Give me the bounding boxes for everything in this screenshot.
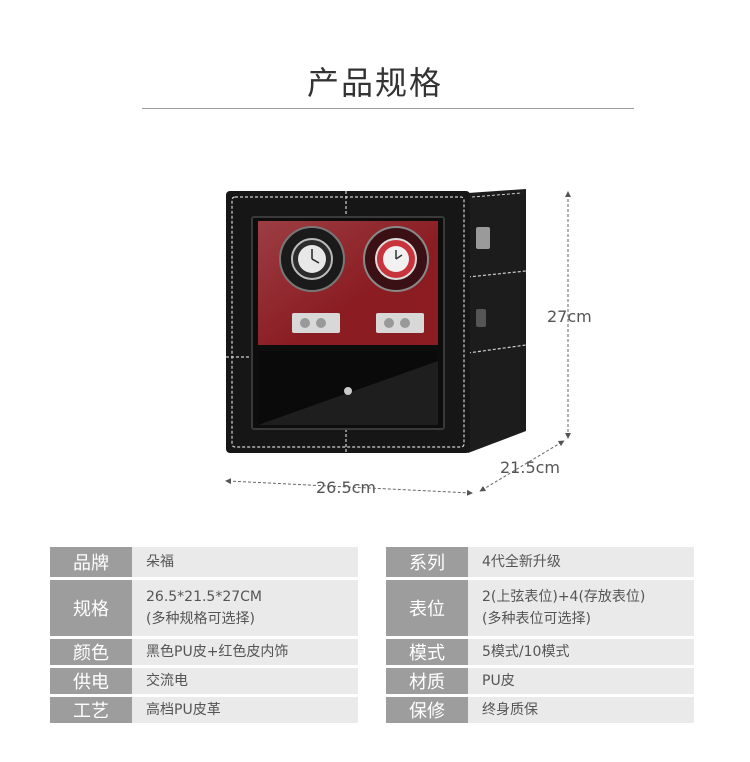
clasp-icon — [476, 227, 490, 249]
spec-key: 保修 — [386, 697, 468, 723]
page-title: 产品规格 — [306, 64, 443, 102]
spec-value: PU皮 — [468, 668, 694, 694]
spec-row-mode: 模式 5模式/10模式 — [386, 639, 694, 665]
spec-key: 工艺 — [50, 697, 132, 723]
depth-arrow — [479, 440, 565, 492]
spec-key: 表位 — [386, 580, 468, 636]
spec-value: 5模式/10模式 — [468, 639, 694, 665]
height-label: 27cm — [547, 307, 592, 326]
spec-row-power: 供电 交流电 — [50, 668, 358, 694]
spec-row-series: 系列 4代全新升级 — [386, 547, 694, 577]
lock-icon — [476, 309, 486, 327]
spec-row-material: 材质 PU皮 — [386, 668, 694, 694]
width-label: 26.5cm — [316, 478, 377, 497]
drawer-knob-icon — [344, 387, 352, 395]
watch-winder-image — [226, 189, 527, 453]
spec-key: 颜色 — [50, 639, 132, 665]
spec-row-slots: 表位 2(上弦表位)+4(存放表位)(多种表位可选择) — [386, 580, 694, 636]
spec-row-color: 颜色 黑色PU皮+红色皮内饰 — [50, 639, 358, 665]
depth-label: 21.5cm — [500, 458, 561, 477]
spec-value: 朵福 — [132, 547, 358, 577]
spec-key: 规格 — [50, 580, 132, 636]
spec-key: 品牌 — [50, 547, 132, 577]
spec-value: 交流电 — [132, 668, 358, 694]
spec-row-warranty: 保修 终身质保 — [386, 697, 694, 723]
width-arrow — [225, 478, 473, 496]
spec-key: 供电 — [50, 668, 132, 694]
spec-row-size: 规格 26.5*21.5*27CM(多种规格可选择) — [50, 580, 358, 636]
spec-value: 高档PU皮革 — [132, 697, 358, 723]
spec-value: 26.5*21.5*27CM(多种规格可选择) — [132, 580, 358, 636]
spec-row-brand: 品牌 朵福 — [50, 547, 358, 577]
spec-row-craft: 工艺 高档PU皮革 — [50, 697, 358, 723]
spec-value: 终身质保 — [468, 697, 694, 723]
spec-key: 材质 — [386, 668, 468, 694]
spec-value: 黑色PU皮+红色皮内饰 — [132, 639, 358, 665]
spec-value: 2(上弦表位)+4(存放表位)(多种表位可选择) — [468, 580, 694, 636]
spec-value: 4代全新升级 — [468, 547, 694, 577]
title-divider — [142, 108, 634, 109]
box-side-face — [468, 189, 526, 453]
spec-key: 模式 — [386, 639, 468, 665]
spec-key: 系列 — [386, 547, 468, 577]
